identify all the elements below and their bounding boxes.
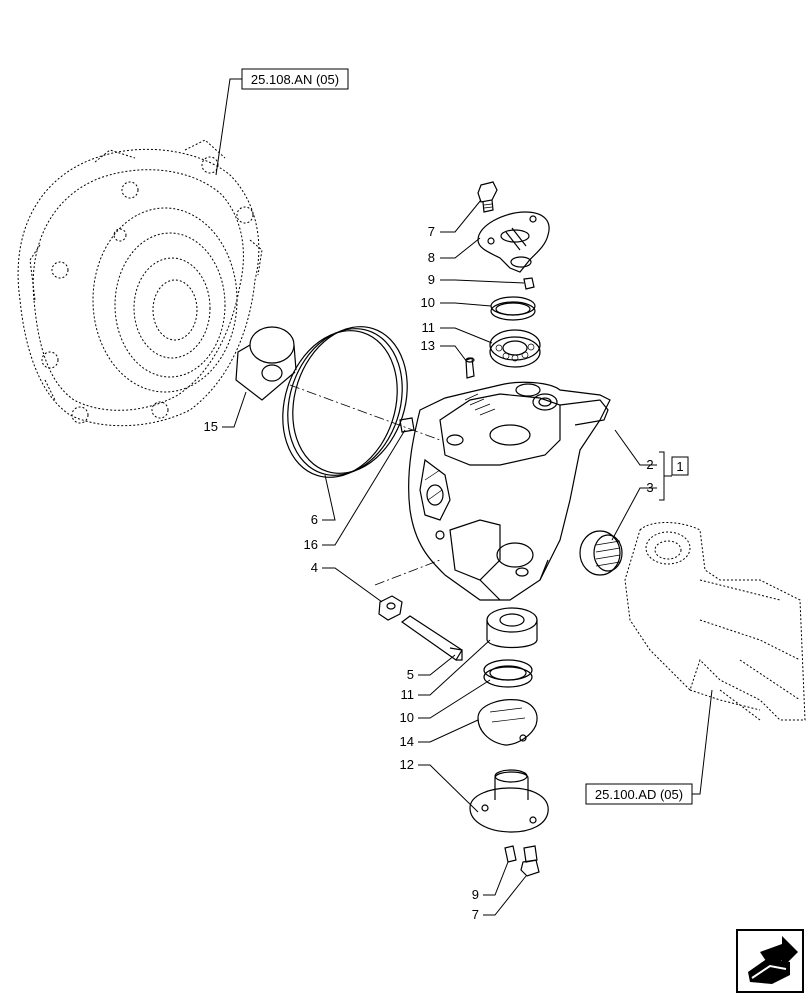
callout-5[interactable]: 5 [407, 667, 414, 682]
callout-4[interactable]: 4 [311, 560, 318, 575]
part-14-shim [477, 699, 538, 746]
reference-box-top[interactable]: 25.108.AN (05) [241, 68, 349, 90]
callout-3[interactable]: 3 [646, 480, 653, 495]
callout-8[interactable]: 8 [428, 250, 435, 265]
steering-knuckle-assembly [408, 381, 611, 601]
callout-leaders [222, 199, 672, 916]
callout-10-bottom[interactable]: 10 [400, 710, 414, 725]
callout-7-bottom[interactable]: 7 [472, 907, 479, 922]
part-11-bearing-upper [489, 329, 541, 368]
part-7-bolt-bottom [520, 845, 540, 877]
next-page-arrow-icon[interactable] [736, 929, 804, 993]
part-6-large-o-ring [282, 326, 408, 478]
callout-11-top[interactable]: 11 [422, 320, 436, 335]
callout-16[interactable]: 16 [304, 537, 318, 552]
assembly-number-box: 1 [671, 456, 689, 476]
svg-text:1[interactable]: 1 [676, 459, 683, 474]
callout-2[interactable]: 2 [646, 457, 653, 472]
part-5-pin [400, 615, 463, 661]
part-13-grease-nipple [465, 357, 475, 379]
part-8-kingpin-cap-upper [477, 211, 550, 273]
part-9-grease-nipple-bottom [504, 845, 517, 863]
svg-text:25.108.AN (05): 25.108.AN (05) [251, 72, 339, 87]
part-11-bearing-lower [486, 607, 538, 649]
part-10-seal-ring-upper [490, 296, 536, 321]
svg-text:25.100.AD (05): 25.100.AD (05) [595, 787, 683, 802]
part-7-bolt-top [477, 181, 498, 213]
callout-10-top[interactable]: 10 [421, 295, 435, 310]
part-15-spacer-ring [235, 326, 297, 401]
part-12-kingpin-cap-lower [469, 769, 549, 833]
callout-15[interactable]: 15 [204, 419, 218, 434]
final-drive-housing-phantom [17, 139, 263, 427]
part-3-bushing [579, 530, 623, 576]
callout-9-top[interactable]: 9 [428, 272, 435, 287]
callout-11-bottom[interactable]: 11 [401, 687, 415, 702]
callout-14[interactable]: 14 [400, 734, 414, 749]
callout-9-bottom[interactable]: 9 [472, 887, 479, 902]
callout-7-top[interactable]: 7 [428, 224, 435, 239]
axle-housing-phantom [624, 522, 806, 721]
part-10-seal-ring-lower [483, 659, 533, 688]
part-16-dowel [399, 417, 415, 433]
callout-12[interactable]: 12 [400, 757, 414, 772]
part-9-grease-nipple-top [523, 277, 535, 290]
callout-6[interactable]: 6 [311, 512, 318, 527]
reference-box-bottom[interactable]: 25.100.AD (05) [585, 783, 693, 805]
part-4-bolt [378, 595, 403, 621]
callout-13[interactable]: 13 [421, 338, 435, 353]
